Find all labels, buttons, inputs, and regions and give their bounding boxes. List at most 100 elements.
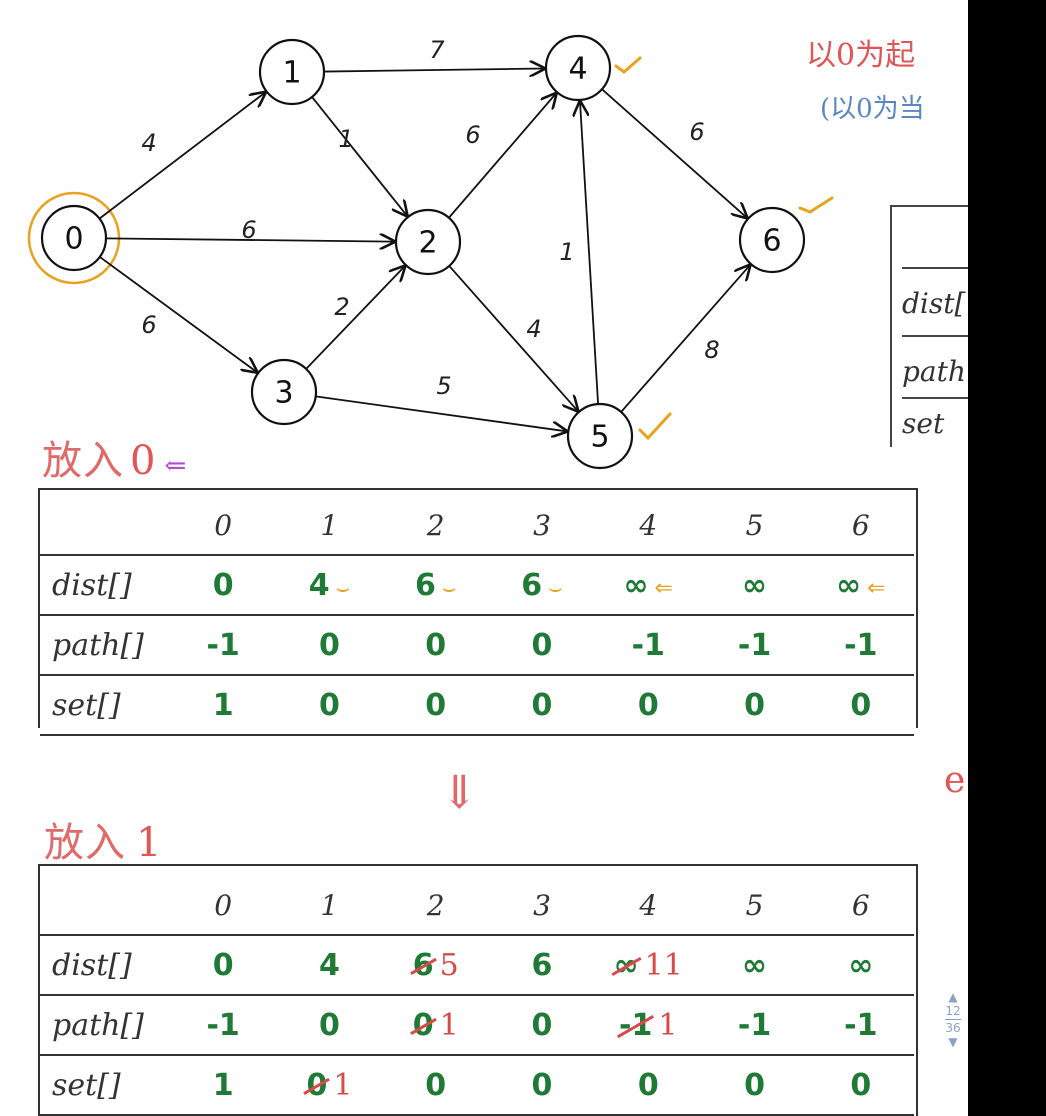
column-header: 0 (214, 888, 233, 922)
graph-node-label-4: 4 (568, 52, 587, 87)
graph-node-2 (394, 208, 462, 276)
column-header: 5 (745, 888, 764, 922)
graph-node-label-6: 6 (762, 224, 781, 259)
edge-2-5 (448, 265, 577, 411)
graph-node-5 (566, 402, 634, 470)
table-cell: 4⌣ (308, 567, 351, 603)
edge-weight-1-2: 1 (338, 125, 353, 153)
table-cell: -1 (206, 1007, 240, 1043)
table-cell: 0 (425, 687, 447, 723)
table-cell: 0 (850, 1067, 872, 1103)
graph-node-label-2: 2 (418, 226, 437, 261)
edge-3-5 (315, 395, 567, 431)
graph-node-1 (258, 38, 326, 106)
check-mark-icon: ⌣ (335, 575, 351, 601)
table-cell: ∞⇐ (836, 567, 886, 603)
scroll-up-icon[interactable]: ▲ (948, 990, 958, 1004)
check-mark-icon (614, 56, 642, 74)
edge-weight-5-6: 8 (704, 336, 719, 364)
step1-table-frame (38, 488, 918, 728)
edge-weight-3-5: 5 (436, 372, 451, 400)
graph-node-label-1: 1 (282, 56, 301, 91)
table-cell: 0 (531, 1067, 553, 1103)
row-label: path[] (52, 1007, 144, 1043)
graph-node-6 (738, 206, 806, 274)
step2-title-text: 放入 (44, 820, 126, 866)
table-cell: -1 (737, 627, 772, 663)
right-dark-panel (968, 0, 1046, 1116)
edge-weight-2-4: 6 (465, 121, 480, 149)
table-cell: 1 (212, 1067, 234, 1103)
side-label: set (902, 407, 945, 440)
table-cell: ∞ (742, 567, 768, 603)
check-mark-icon (638, 412, 672, 441)
table-cell: 0 (318, 627, 340, 663)
edge-3-2 (305, 267, 404, 370)
updated-value: 1 (333, 1067, 353, 1103)
column-header: 1 (320, 508, 339, 542)
header-corner (40, 496, 170, 555)
page-indicator[interactable]: ▲ 12 36 ▼ (940, 990, 966, 1049)
edge-1-2 (311, 96, 407, 215)
row-label: set[] (52, 1067, 121, 1103)
edge-2-4 (448, 94, 556, 219)
column-header: 6 (851, 508, 870, 542)
table-cell: -1 (737, 1007, 772, 1043)
edge-4-6 (601, 88, 747, 217)
table-cell: 0 (531, 687, 553, 723)
table-cell: 0 (212, 567, 234, 603)
table-cell: 6 (531, 947, 553, 983)
graph-node-0 (40, 204, 108, 272)
table-cell: -1 (206, 627, 240, 663)
header-corner (40, 876, 170, 935)
table-cell: 0 (425, 627, 447, 663)
table-cell: 0 (744, 687, 765, 723)
graph-node-4 (544, 34, 612, 102)
updated-value: 5 (439, 947, 459, 983)
column-header: 4 (639, 508, 658, 542)
edge-weight-5-4: 1 (559, 238, 574, 266)
table-cell: ∞ (848, 947, 874, 983)
column-header: 2 (426, 888, 445, 922)
table-cell: -1 (844, 627, 878, 663)
row-label: dist[] (52, 947, 132, 983)
side-label: path (902, 355, 966, 388)
table-cell: 6⌣ (521, 567, 563, 603)
table-cell: 0 (425, 1067, 447, 1103)
check-mark-icon: ⌣ (548, 575, 563, 601)
side-mark: e (944, 760, 966, 801)
table-cell: 0 (637, 1067, 659, 1103)
row-label: dist[] (52, 567, 132, 603)
check-mark-icon: ⌣ (441, 575, 457, 601)
edge-5-6 (620, 266, 749, 413)
pointer-arrow-icon: ⇐ (654, 575, 673, 601)
edge-0-1 (98, 93, 264, 220)
column-header: 6 (851, 888, 870, 922)
table-cell: 0 (850, 687, 872, 723)
column-header: 5 (745, 508, 764, 542)
table-cell: ∞11 (613, 947, 683, 983)
scroll-down-icon[interactable]: ▼ (948, 1035, 958, 1049)
edge-0-2 (105, 238, 394, 241)
edge-0-3 (99, 256, 257, 372)
side-label: dist[ (902, 287, 966, 320)
table-cell: 0 (212, 947, 234, 983)
edge-weight-1-4: 7 (429, 36, 445, 64)
updated-value: 11 (644, 947, 683, 983)
updated-value: 1 (658, 1007, 678, 1043)
edge-weight-0-2: 6 (241, 216, 256, 244)
edge-1-4 (323, 68, 544, 71)
edge-weight-0-3: 6 (141, 311, 156, 339)
